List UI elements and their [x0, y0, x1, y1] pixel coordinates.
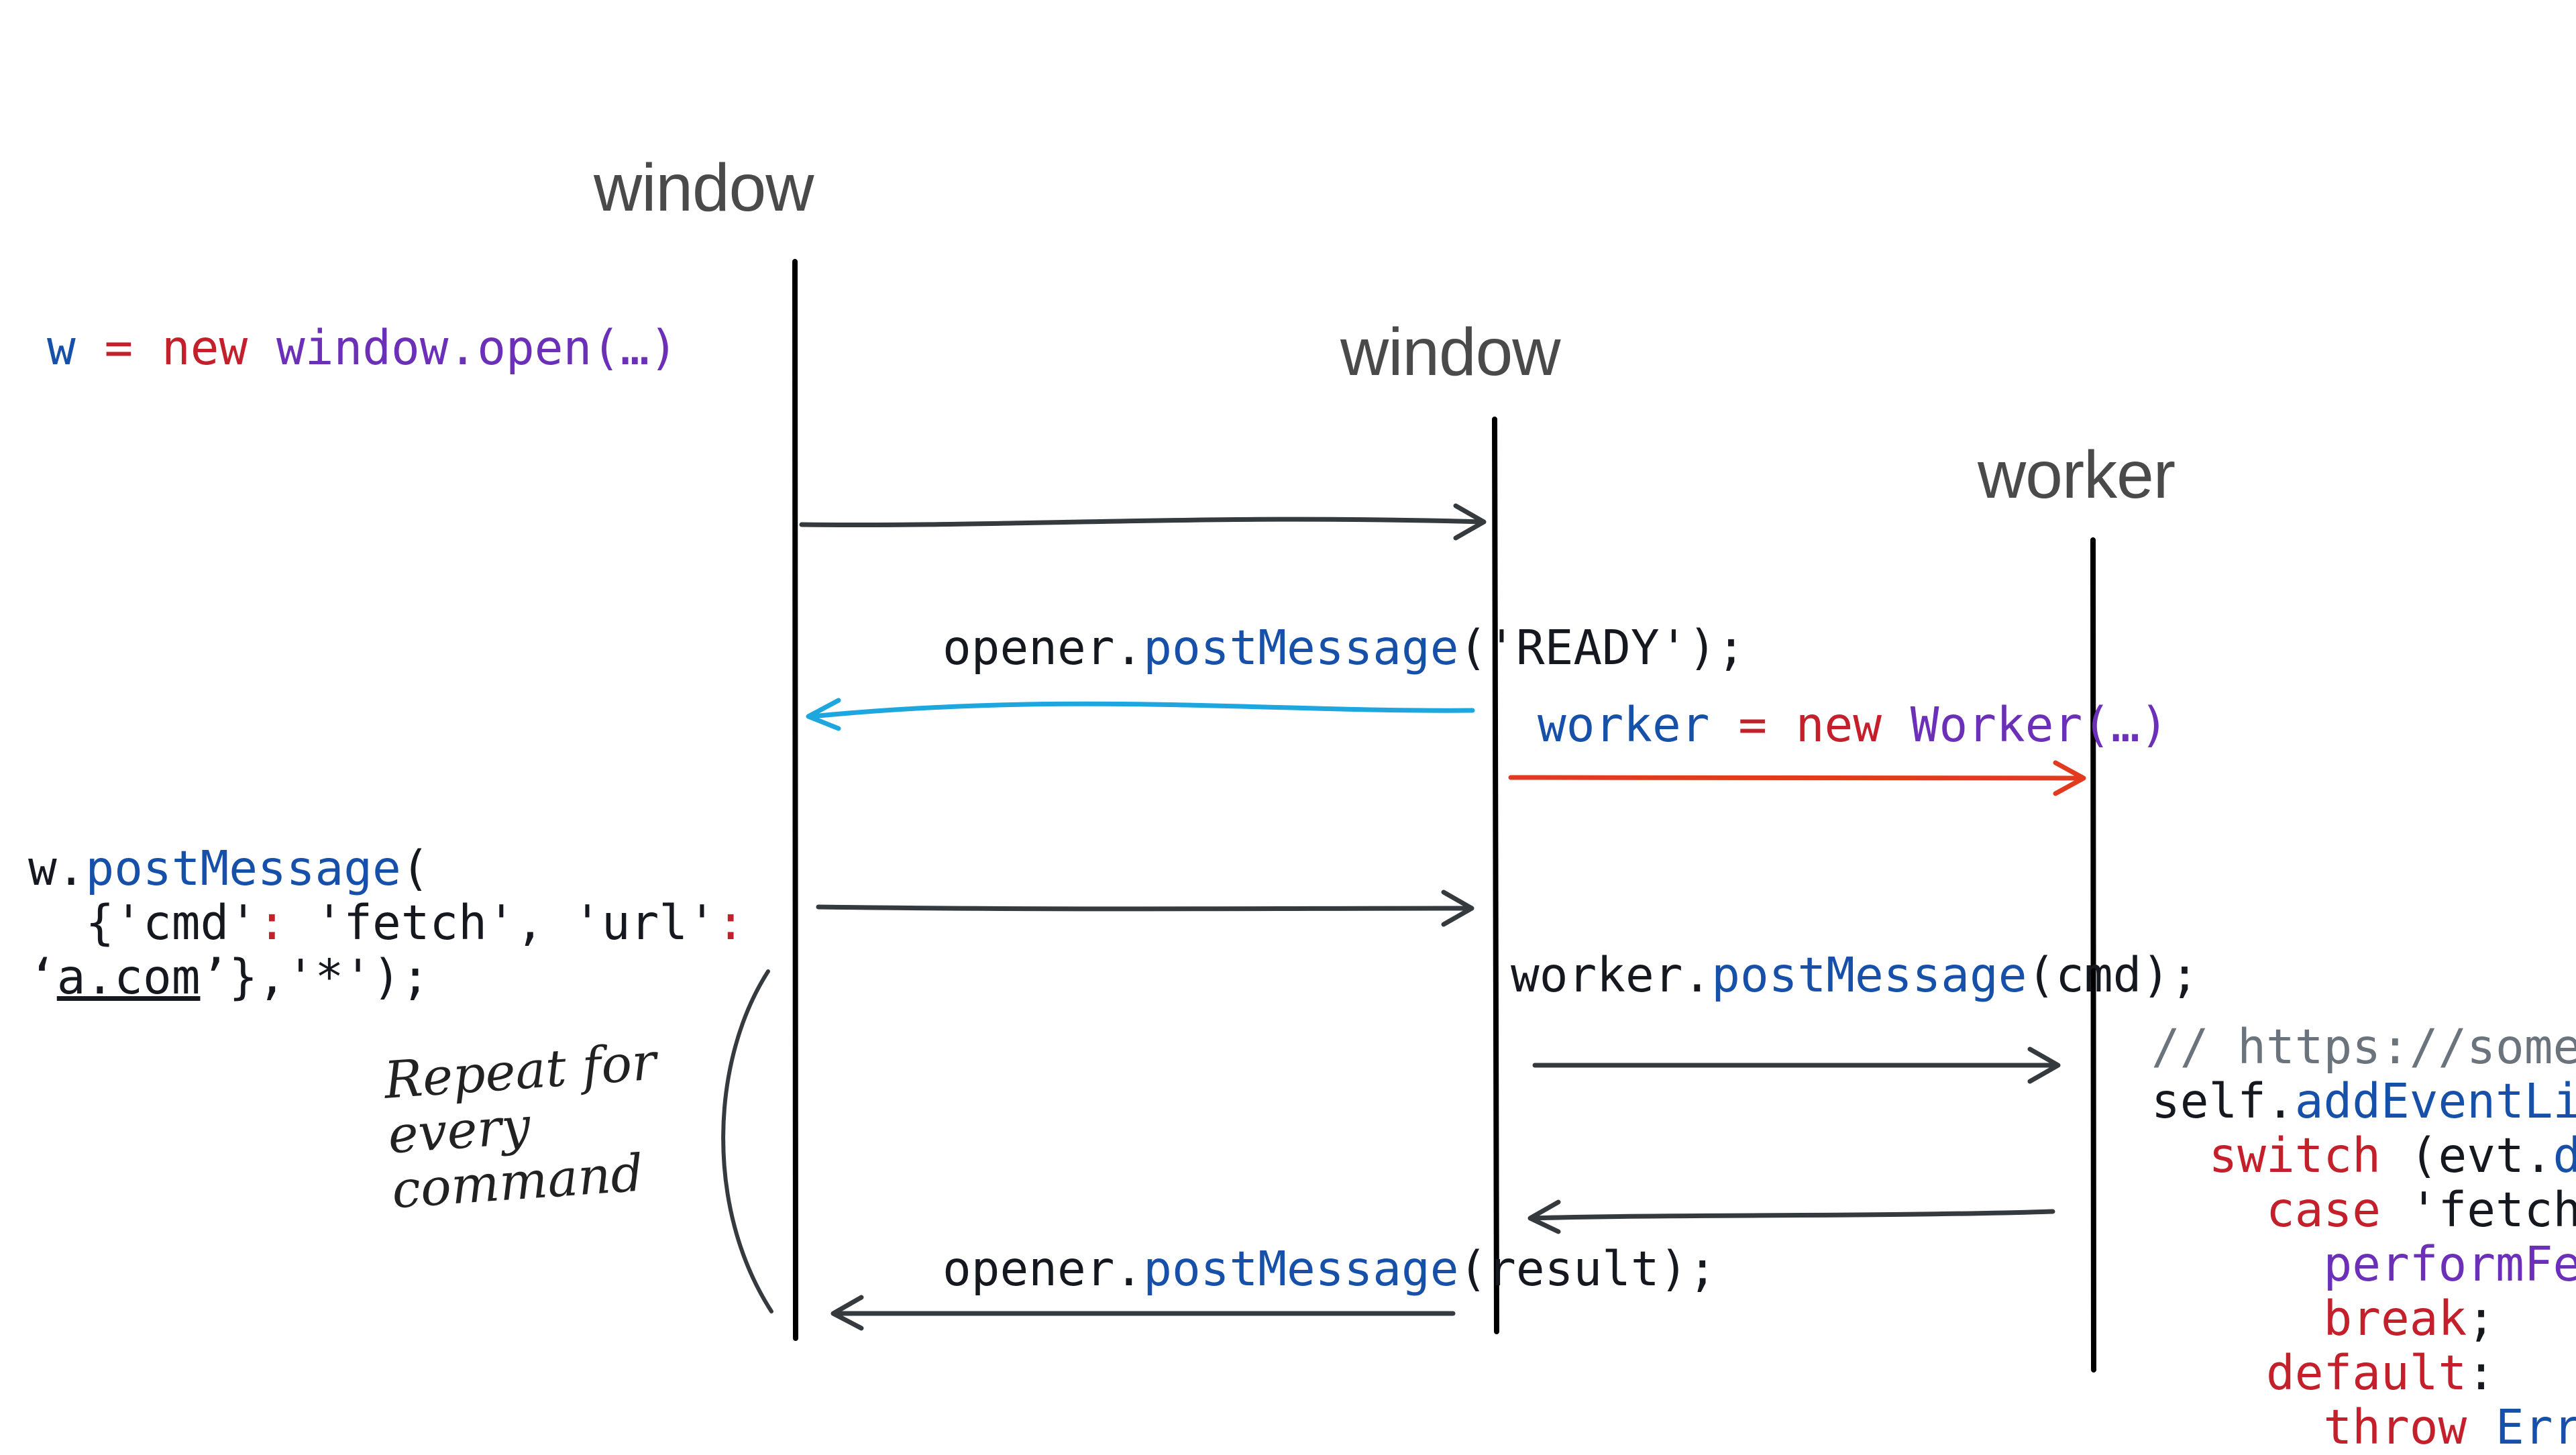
code-w-postmessage: w.postMessage( {'cmd': 'fetch', 'url': ‘…	[28, 841, 745, 1005]
code-window-open: w = new window.open(…)	[47, 320, 678, 376]
code-opener-ready: opener.postMessage('READY');	[943, 620, 1746, 676]
lane-label-window-1: window	[594, 150, 814, 225]
arrow-new-worker	[1508, 775, 2084, 781]
repeat-bracket	[721, 969, 773, 1313]
lifeline-worker	[2090, 537, 2096, 1372]
arrow-open-window-head	[1453, 503, 1487, 541]
code-worker-postmessage: worker.postMessage(cmd);	[1511, 947, 2199, 1003]
lane-label-worker: worker	[1978, 437, 2176, 513]
arrow-command-head	[1441, 890, 1474, 927]
arrow-new-worker-head	[2053, 760, 2086, 796]
arrow-forward-command-head	[2027, 1046, 2061, 1084]
worker-code-snippet: // https://some self.addEventLi switch (…	[2151, 1019, 2576, 1455]
repeat-annotation: Repeat for every command	[382, 1032, 665, 1220]
arrow-command	[816, 904, 1473, 912]
arrow-open-window	[799, 517, 1485, 528]
arrow-result-head	[830, 1295, 864, 1331]
lane-label-window-2: window	[1340, 315, 1560, 390]
arrow-worker-result-head	[1527, 1199, 1561, 1234]
arrow-ready	[809, 701, 1475, 719]
code-opener-result: opener.postMessage(result);	[943, 1241, 1717, 1297]
arrow-worker-result	[1529, 1209, 2055, 1221]
arrow-ready-head	[806, 698, 841, 731]
link-a-com: a.com	[56, 949, 201, 1005]
code-new-worker: worker = new Worker(…)	[1538, 697, 2169, 753]
lifeline-window-2	[1492, 417, 1499, 1334]
lifeline-window-1	[792, 259, 798, 1341]
